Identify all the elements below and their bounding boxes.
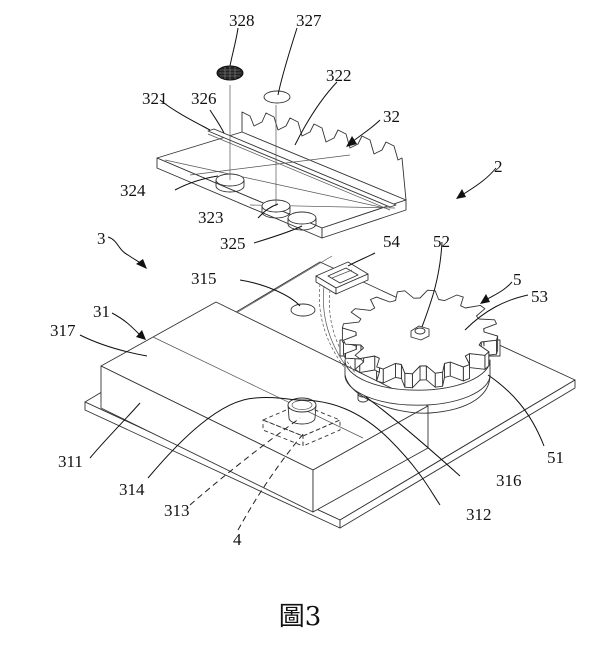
gear-side-face (444, 361, 451, 378)
label-317: 317 (50, 321, 76, 340)
label-312: 312 (466, 505, 492, 524)
label-315: 315 (191, 269, 217, 288)
label-53: 53 (531, 287, 548, 306)
label-5: 5 (513, 270, 522, 289)
label-325: 325 (220, 234, 246, 253)
housing-31 (100, 255, 429, 513)
label-316: 316 (496, 471, 522, 490)
gear-side-face (419, 365, 427, 381)
label-321: 321 (142, 89, 168, 108)
label-32: 32 (383, 107, 400, 126)
label-313: 313 (164, 501, 190, 520)
label-328: 328 (229, 11, 255, 30)
rack-plate-32 (156, 85, 407, 239)
label-31: 31 (93, 302, 110, 321)
label-314: 314 (119, 480, 145, 499)
label-4: 4 (233, 530, 242, 549)
gear-side-face (434, 371, 444, 388)
gear-side-face (395, 362, 402, 379)
reference-numerals: 328 327 322 321 326 32 324 2 323 325 54 … (50, 11, 564, 549)
label-3: 3 (97, 229, 106, 248)
lens-327 (263, 90, 291, 104)
leader-lines (79, 27, 545, 531)
gear-unit-5 (339, 289, 501, 414)
label-322: 322 (326, 66, 352, 85)
figure-caption: 圖3 (278, 602, 322, 632)
label-52: 52 (433, 232, 450, 251)
label-326: 326 (191, 89, 217, 108)
label-323: 323 (198, 208, 224, 227)
label-54: 54 (383, 232, 401, 251)
sensor-4 (262, 397, 341, 447)
chip-54 (315, 261, 369, 375)
label-324: 324 (120, 181, 146, 200)
label-311: 311 (58, 452, 83, 471)
assembly-arrows (107, 119, 513, 340)
filter-328 (216, 65, 244, 81)
gear-side-face (404, 372, 413, 389)
label-2: 2 (494, 157, 503, 176)
label-51: 51 (547, 448, 564, 467)
hub-52 (410, 325, 430, 341)
opening-315 (290, 303, 316, 317)
gear-side-face (469, 353, 486, 370)
label-327: 327 (296, 11, 322, 30)
